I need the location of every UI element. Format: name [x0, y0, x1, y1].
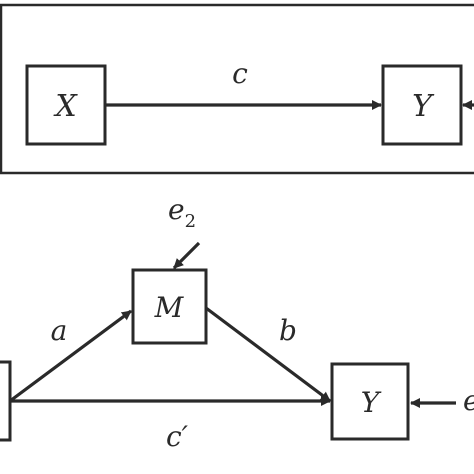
- bottom-m-label: M: [154, 291, 185, 324]
- b-path-label: b: [279, 314, 297, 347]
- bottom-x-box: [0, 360, 12, 442]
- y-error-label: e: [463, 384, 474, 417]
- bottom-y-label: Y: [361, 386, 382, 419]
- e2-label: e2: [168, 193, 196, 232]
- a-path-arrow: [9, 309, 132, 403]
- top-y-label: Y: [412, 89, 435, 124]
- e2-base: e: [168, 193, 185, 226]
- top-x-label: X: [53, 89, 78, 124]
- c-prime-path-label: c′: [166, 420, 189, 453]
- e2-arrow: [172, 241, 201, 270]
- b-path-arrow: [205, 306, 331, 403]
- top-c-label: c: [232, 57, 248, 90]
- a-path-label: a: [51, 314, 68, 347]
- e2-subscript: 2: [185, 211, 196, 232]
- top-panel-frame: [0, 3, 474, 175]
- bottom-m-box: [131, 268, 208, 345]
- bottom-y-box: [330, 362, 410, 441]
- top-y-box: [381, 64, 463, 146]
